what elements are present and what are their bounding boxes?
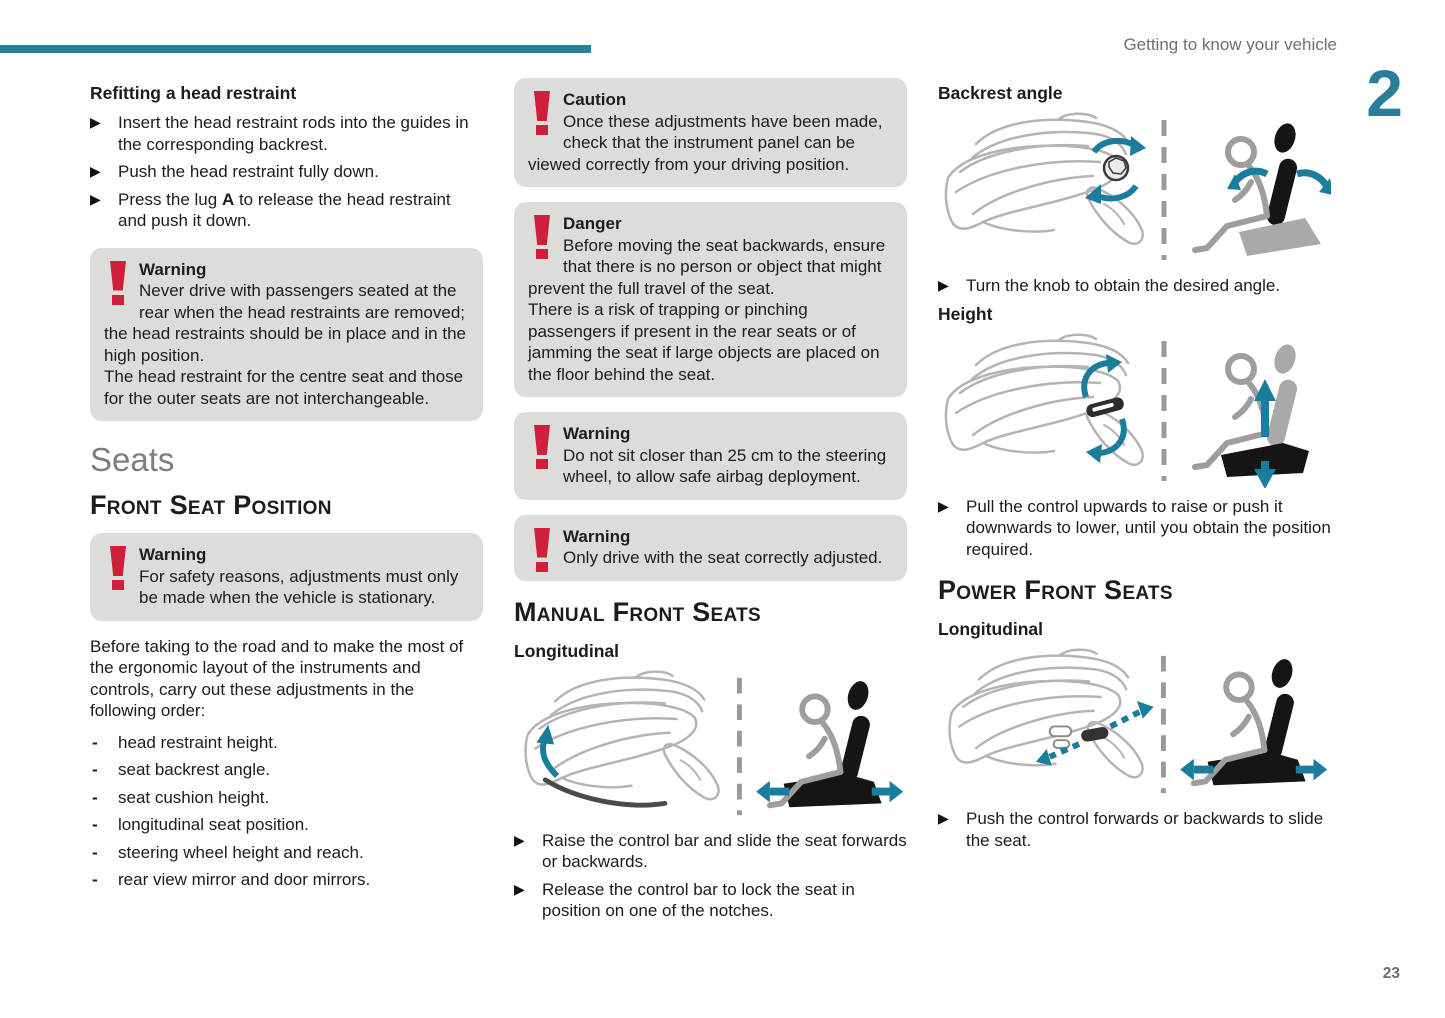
instruction-step: ▶ Raise the control bar and slide the se… xyxy=(514,830,907,873)
dash-bullet: - xyxy=(92,760,98,779)
seats-chapter-title: Seats xyxy=(90,441,175,478)
manual-front-seats-title: Manual Front Seats xyxy=(514,596,761,627)
step-arrow-icon: ▶ xyxy=(938,277,949,293)
step-arrow-icon: ▶ xyxy=(938,810,949,826)
alert-text: There is a risk of trapping or pinching … xyxy=(528,300,880,384)
step-arrow-icon: ▶ xyxy=(514,831,525,848)
dash-bullet: - xyxy=(92,732,98,752)
instruction-step: ▶ Pull the control upwards to raise or p… xyxy=(938,496,1331,561)
warning-exclamation-icon xyxy=(534,527,550,572)
column-middle: Caution Once these adjustments have been… xyxy=(514,78,907,928)
dash-bullet: - xyxy=(92,842,98,862)
dash-bullet: - xyxy=(92,787,98,807)
list-item: - longitudinal seat position. xyxy=(90,814,483,836)
chapter-accent-bar xyxy=(0,45,591,53)
list-item: - seat cushion height. xyxy=(90,787,483,809)
instruction-step: ▶ Push the head restraint fully down. xyxy=(90,161,483,183)
chapter-number: 2 xyxy=(1366,56,1403,130)
warning-exclamation-icon xyxy=(110,260,126,305)
front-seat-position-title: Front Seat Position xyxy=(90,490,332,520)
power-longitudinal-steps: ▶ Push the control forwards or backwards… xyxy=(938,808,1331,851)
adjustments-intro: Before taking to the road and to make th… xyxy=(90,636,464,721)
list-item: - head restraint height. xyxy=(90,732,483,754)
list-item-text: seat backrest angle. xyxy=(118,760,271,779)
height-illustration xyxy=(944,332,1309,488)
alert-text: Once these adjustments have been made, c… xyxy=(528,111,883,174)
step-text: Push the control forwards or backwards t… xyxy=(966,809,1324,850)
manual-longitudinal-steps: ▶ Raise the control bar and slide the se… xyxy=(514,830,907,922)
list-item-text: head restraint height. xyxy=(118,732,278,752)
danger-box: Danger Before moving the seat backwards,… xyxy=(514,202,907,397)
backrest-angle-title: Backrest angle xyxy=(938,83,1063,103)
list-item-text: steering wheel height and reach. xyxy=(118,842,364,862)
height-steps: ▶ Pull the control upwards to raise or p… xyxy=(938,496,1331,561)
alert-text: The head restraint for the centre seat a… xyxy=(104,367,464,408)
list-item-text: seat cushion height. xyxy=(118,787,270,807)
alert-title: Warning xyxy=(563,424,631,443)
step-text: Turn the knob to obtain the desired angl… xyxy=(966,276,1281,295)
alert-text: Never drive with passengers seated at th… xyxy=(104,281,466,365)
list-item-text: longitudinal seat position. xyxy=(118,815,309,834)
alert-text: For safety reasons, adjustments must onl… xyxy=(139,566,459,608)
instruction-step: ▶ Press the lug A to release the head re… xyxy=(90,189,483,232)
power-front-seats-title: Power Front Seats xyxy=(938,575,1173,605)
warning-box: Warning Do not sit closer than 25 cm to … xyxy=(514,412,907,500)
manual-longitudinal-title: Longitudinal xyxy=(514,640,619,661)
step-text: Press the lug A to release the head rest… xyxy=(118,189,451,231)
alert-title: Caution xyxy=(563,90,627,109)
step-text: Push the head restraint fully down. xyxy=(118,162,379,181)
dash-bullet: - xyxy=(92,815,98,834)
step-text: Release the control bar to lock the seat… xyxy=(542,879,855,921)
alert-title: Warning xyxy=(563,526,631,546)
alert-text: Do not sit closer than 25 cm to the stee… xyxy=(563,445,887,487)
refitting-title: Refitting a head restraint xyxy=(90,83,297,103)
list-item: - steering wheel height and reach. xyxy=(90,842,483,864)
backrest-angle-steps: ▶ Turn the knob to obtain the desired an… xyxy=(938,275,1331,297)
alert-title: Warning xyxy=(139,259,207,279)
alert-title: Danger xyxy=(563,214,622,233)
warning-box: Warning Only drive with the seat correct… xyxy=(514,514,907,581)
dash-bullet: - xyxy=(92,870,98,889)
warning-box: Warning For safety reasons, adjustments … xyxy=(90,533,483,621)
alert-text: Only drive with the seat correctly adjus… xyxy=(563,548,883,567)
backrest-angle-illustration xyxy=(944,112,1331,260)
step-arrow-icon: ▶ xyxy=(938,497,949,514)
power-longitudinal-illustration xyxy=(948,648,1331,794)
power-longitudinal-title: Longitudinal xyxy=(938,619,1043,639)
list-item: - rear view mirror and door mirrors. xyxy=(90,869,483,891)
instruction-step: ▶ Turn the knob to obtain the desired an… xyxy=(938,275,1331,297)
step-text: Raise the control bar and slide the seat… xyxy=(542,830,907,872)
step-text: Insert the head restraint rods into the … xyxy=(118,113,469,154)
instruction-step: ▶ Push the control forwards or backwards… xyxy=(938,808,1331,851)
step-arrow-icon: ▶ xyxy=(90,163,101,179)
alert-title: Warning xyxy=(139,545,207,564)
step-arrow-icon: ▶ xyxy=(90,190,101,207)
height-title: Height xyxy=(938,303,993,324)
refitting-steps: ▶ Insert the head restraint rods into th… xyxy=(90,112,483,232)
warning-exclamation-icon xyxy=(110,546,126,590)
list-item-text: rear view mirror and door mirrors. xyxy=(118,870,371,889)
instruction-step: ▶ Insert the head restraint rods into th… xyxy=(90,112,483,155)
danger-exclamation-icon xyxy=(534,215,550,259)
manual-longitudinal-illustration xyxy=(524,669,907,815)
column-right: Backrest angle ▶ T xyxy=(938,82,1331,857)
adjustment-order-list: - head restraint height. - seat backrest… xyxy=(90,732,483,891)
alert-text: Before moving the seat backwards, ensure… xyxy=(528,235,886,298)
warning-exclamation-icon xyxy=(534,425,550,469)
column-left: Refitting a head restraint ▶ Insert the … xyxy=(90,82,483,897)
warning-box: Warning Never drive with passengers seat… xyxy=(90,247,483,421)
step-text: Pull the control upwards to raise or pus… xyxy=(966,496,1331,559)
list-item: - seat backrest angle. xyxy=(90,759,483,781)
caution-box: Caution Once these adjustments have been… xyxy=(514,78,907,187)
caution-exclamation-icon xyxy=(534,91,550,135)
running-header: Getting to know your vehicle xyxy=(1123,35,1337,54)
step-arrow-icon: ▶ xyxy=(90,114,101,130)
instruction-step: ▶ Release the control bar to lock the se… xyxy=(514,879,907,922)
step-arrow-icon: ▶ xyxy=(514,880,525,897)
page-number: 23 xyxy=(1382,965,1400,982)
